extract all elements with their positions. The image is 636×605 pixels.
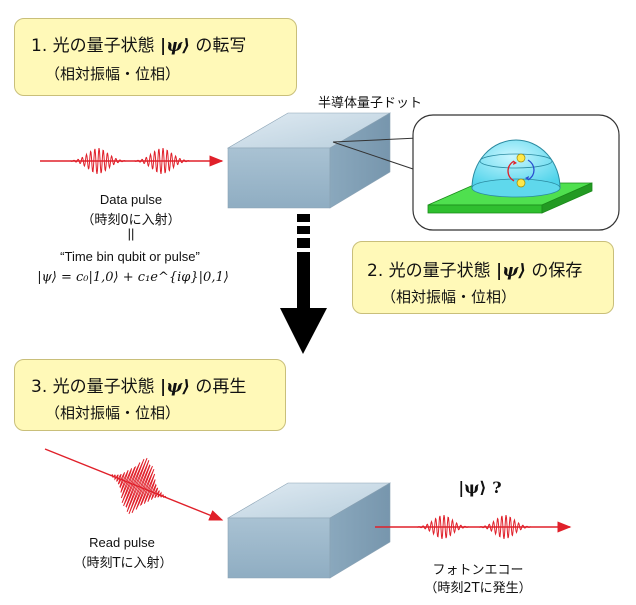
- data-pulse-timing: （時刻0に入射）: [81, 213, 181, 228]
- step-3-title-pre: 3. 光の量子状態: [31, 377, 155, 397]
- step-1-title-post: の転写: [195, 36, 247, 56]
- time-bin-qubit-label: “Time bin qubit or pulse”: [60, 249, 200, 264]
- read-pulse-label: Read pulse: [89, 535, 155, 550]
- step-2-title-pre: 2. 光の量子状態: [367, 261, 491, 281]
- step-3-subtitle: （相対振幅・位相）: [45, 404, 181, 422]
- equivalence-mark: ||: [127, 226, 135, 241]
- photon-echo-beam: [375, 515, 572, 539]
- step-2-title-post: の保存: [531, 261, 583, 281]
- step-1-title: 1. 光の量子状態 |ψ⟩ の転写: [31, 31, 246, 56]
- time-bin-packet-late: [133, 148, 191, 174]
- step-2-title: 2. 光の量子状態 |ψ⟩ の保存: [367, 256, 582, 281]
- echo-packet-early: [416, 515, 470, 539]
- qubit-state-equation: |ψ⟩ = c₀|1,0⟩ + c₁e^{iφ}|0,1⟩: [37, 270, 229, 285]
- photon-echo-label: フォトンエコー: [432, 563, 524, 578]
- echo-state-label: |ψ⟩ ?: [458, 478, 502, 497]
- photon-echo-timing: （時刻2Tに発生）: [424, 581, 532, 596]
- step-2-box: 2. 光の量子状態 |ψ⟩ の保存 （相対振幅・位相）: [352, 241, 614, 314]
- step-1-title-pre: 1. 光の量子状態: [31, 36, 155, 56]
- time-bin-packet-early: [69, 148, 127, 174]
- step-3-box: 3. 光の量子状態 |ψ⟩ の再生 （相対振幅・位相）: [14, 359, 286, 431]
- psi-ket: |ψ⟩: [160, 36, 190, 56]
- step-1-subtitle: （相対振幅・位相）: [45, 65, 181, 83]
- data-pulse-label: Data pulse: [99, 192, 163, 207]
- read-pulse-packet: [109, 457, 167, 515]
- quantum-dot-slab-bottom: [226, 482, 392, 579]
- data-pulse-beam: [40, 148, 224, 174]
- zoom-callout-lines: [332, 137, 419, 171]
- quantum-dot-zoom-bubble: [412, 114, 620, 231]
- psi-ket: |ψ⟩: [160, 377, 190, 397]
- process-down-arrow: [280, 214, 327, 354]
- step-2-subtitle: （相対振幅・位相）: [381, 288, 517, 306]
- step-3-title-post: の再生: [195, 377, 247, 397]
- psi-ket: |ψ⟩: [496, 261, 526, 281]
- step-3-title: 3. 光の量子状態 |ψ⟩ の再生: [31, 372, 246, 397]
- echo-packet-late: [478, 515, 532, 539]
- read-pulse-timing: （時刻Tに入射）: [73, 556, 173, 571]
- quantum-dot-slab: [226, 112, 392, 209]
- quantum-dot-label: 半導体量子ドット: [318, 96, 423, 111]
- read-pulse-beam: [44, 448, 224, 521]
- step-1-box: 1. 光の量子状態 |ψ⟩ の転写 （相対振幅・位相）: [14, 18, 297, 96]
